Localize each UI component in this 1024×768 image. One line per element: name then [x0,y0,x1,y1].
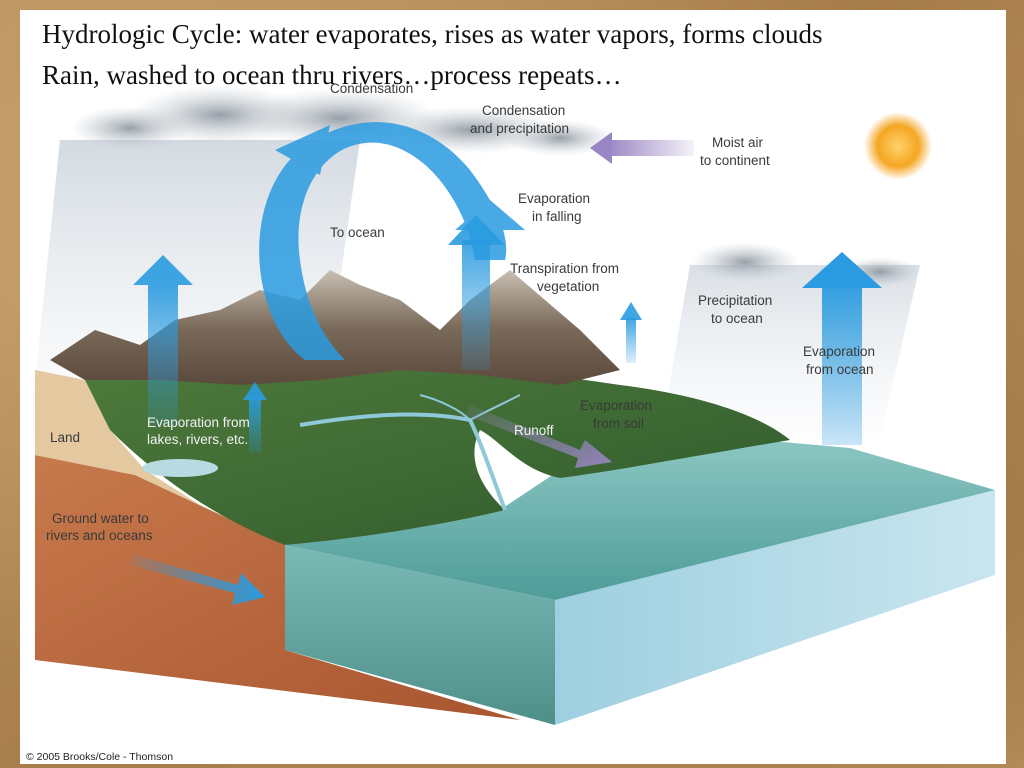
ocean-right-face [555,490,995,725]
land-beige [35,370,285,545]
runoff-arrow [466,405,612,468]
label-moist-air: Moist air to continent [700,135,770,168]
sun-icon [864,112,932,180]
evaporation-falling-arrow [448,215,505,370]
soil-cross-section [35,455,520,720]
groundwater-arrow [130,555,265,605]
label-evaporation-ocean: Evaporation from ocean [803,344,879,377]
label-precipitation-ocean: Precipitation to ocean [698,293,776,326]
ocean-front-face [285,545,555,725]
label-runoff: Runoff [514,423,554,438]
label-evaporation-lakes: Evaporation from lakes, rivers, etc. [147,415,254,447]
label-evaporation-falling: Evaporation in falling [518,191,594,224]
label-land: Land [50,430,80,445]
land-vegetation [85,365,790,545]
ocean-surface [285,440,995,600]
evaporation-left-arrow [133,255,193,425]
copyright-text: © 2005 Brooks/Cole - Thomson [26,751,173,763]
title-line-2: Rain, washed to ocean thru rivers…proces… [42,60,622,90]
label-to-ocean: To ocean [330,225,385,240]
title-line-1: Hydrologic Cycle: water evaporates, rise… [42,19,823,49]
moist-air-arrow [590,132,694,164]
label-condensation-precipitation: Condensation and precipitation [470,103,569,136]
evaporation-lakes-arrow [243,382,267,453]
label-condensation: Condensation [330,81,413,96]
transpiration-arrow [620,302,642,363]
label-groundwater: Ground water to rivers and oceans [46,511,153,543]
label-evaporation-soil: Evaporation from soil [580,398,656,431]
slide-title: Hydrologic Cycle: water evaporates, rise… [42,14,1002,96]
evaporation-ocean-arrow [802,252,882,445]
lake [142,459,218,477]
river [299,412,507,511]
label-transpiration: Transpiration from vegetation [510,261,623,294]
